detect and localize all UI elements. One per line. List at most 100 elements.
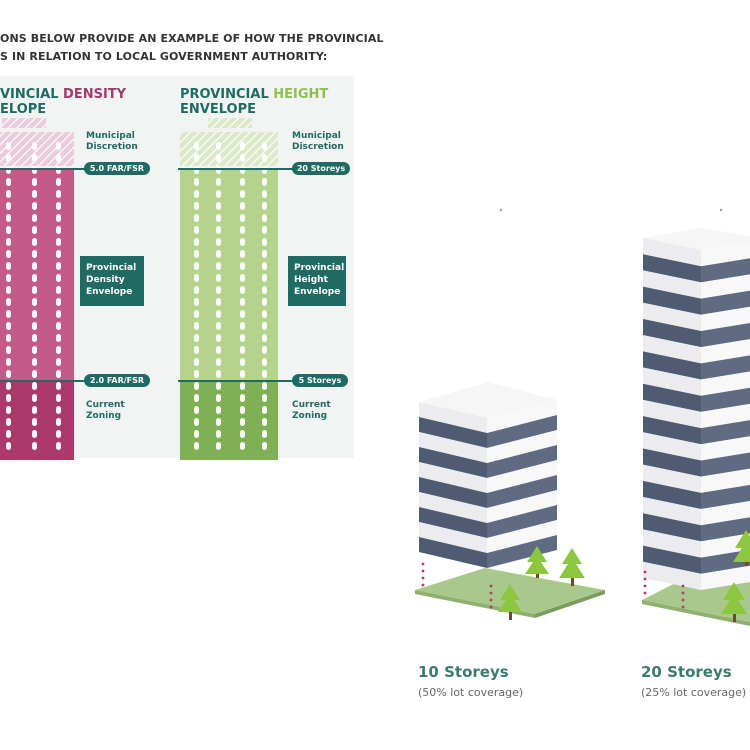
window [6,418,11,426]
window [56,262,61,270]
window [262,334,267,342]
facade-band [701,533,750,558]
height-title-prefix: PROVINCIAL [180,87,274,102]
window [6,178,11,186]
window [240,322,245,330]
facade-band [419,507,487,538]
window [32,214,37,222]
window [194,406,199,414]
window [262,142,267,150]
window [32,274,37,282]
window [216,334,221,342]
facade-band [643,513,701,542]
window [262,202,267,210]
twenty-storey-building [642,228,750,626]
window [262,346,267,354]
intro-text-line-2: S IN RELATION TO LOCAL GOVERNMENT AUTHOR… [0,50,328,63]
facade-band [487,415,557,448]
window [6,394,11,402]
facade-band [701,452,750,477]
facade-band [419,462,487,493]
window [32,394,37,402]
density-title-accent: DENSITY [63,87,127,102]
window [32,322,37,330]
window [216,382,221,390]
density-panel: VINCIAL DENSITY ELOPE 5.0 FAR/FSR 2.0 FA… [0,0,175,470]
window [216,370,221,378]
envelope-infographic: ONS BELOW PROVIDE AN EXAMPLE OF HOW THE … [0,0,383,470]
window [240,214,245,222]
facade-band [487,475,557,508]
facade-band [701,420,750,445]
window [6,142,11,150]
density-cz-line1: Current [86,400,125,410]
window [240,334,245,342]
window [262,274,267,282]
facade-band [419,432,487,463]
window [32,370,37,378]
window [6,274,11,282]
window [262,178,267,186]
window [56,286,61,294]
window [56,394,61,402]
facade-band [701,242,750,267]
window [262,310,267,318]
window [6,238,11,246]
window [194,358,199,366]
window [6,214,11,222]
window [240,382,245,390]
window [56,214,61,222]
window [240,190,245,198]
window [32,298,37,306]
height-panel: PROVINCIAL HEIGHT ENVELOPE 20 Storeys 5 … [176,0,356,470]
window [262,370,267,378]
facade-band [487,460,557,493]
window [56,310,61,318]
height-env-line3: Envelope [294,287,341,297]
window [32,406,37,414]
window [32,382,37,390]
window [262,250,267,258]
window [216,298,221,306]
provincial-height-envelope-box: Provincial Height Envelope [288,256,346,306]
window [262,430,267,438]
density-municipal-discretion-label: Municipal Discretion [86,131,138,153]
window [6,370,11,378]
window [56,202,61,210]
window [240,358,245,366]
window [56,178,61,186]
window [240,418,245,426]
facade-band [487,490,557,523]
density-lower-line [0,380,88,382]
window [216,142,221,150]
ten-storey-building [415,382,605,620]
height-md-line2: Discretion [292,142,344,152]
density-building-illustration [0,118,74,460]
tree-icon [525,546,549,578]
height-env-line2: Height [294,275,328,285]
window [262,238,267,246]
window [216,214,221,222]
facade-band [643,270,701,299]
facade-band [701,339,750,364]
facade-band [701,484,750,510]
window [56,418,61,426]
window [6,286,11,294]
height-panel-title: PROVINCIAL HEIGHT ENVELOPE [180,87,328,117]
window [56,358,61,366]
window [32,310,37,318]
tree-icon [498,584,522,620]
window [194,154,199,162]
window [56,370,61,378]
window [262,442,267,450]
window [216,310,221,318]
window [194,274,199,282]
window [240,178,245,186]
window [216,262,221,270]
window [56,406,61,414]
density-env-line2: Density [86,275,125,285]
height-lower-marker: 5 Storeys [292,374,348,387]
window [240,262,245,270]
window [216,406,221,414]
facade-band [643,399,701,429]
